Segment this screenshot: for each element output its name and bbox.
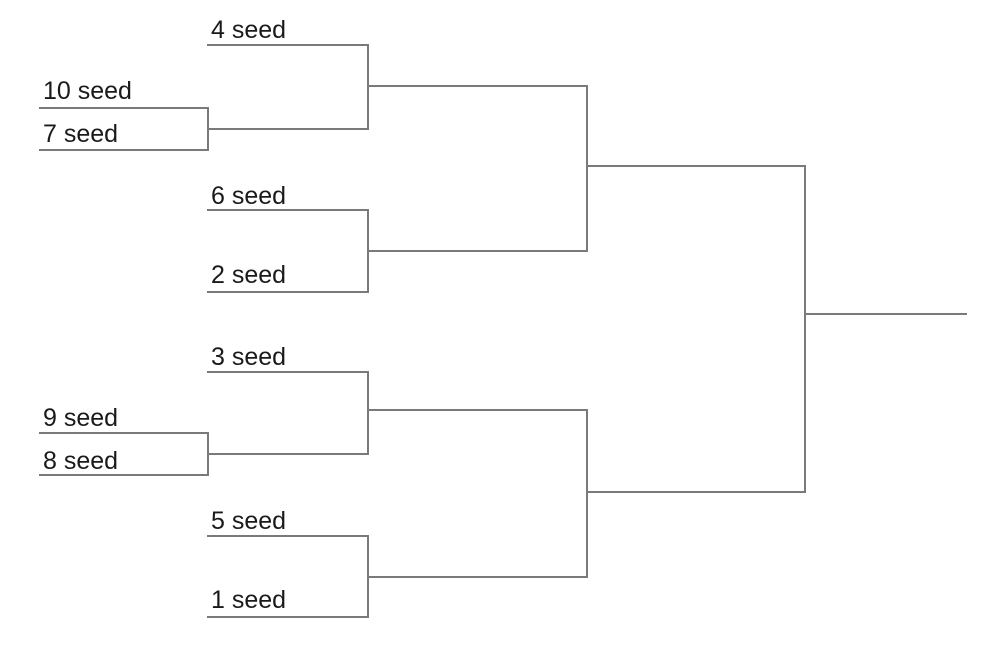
seed-label-10: 10 seed [43, 77, 132, 105]
seed-label-8: 8 seed [43, 447, 119, 475]
seed-label-6: 6 seed [211, 182, 287, 210]
seed-label-5: 5 seed [211, 507, 287, 535]
bracket-lines [39, 44, 967, 618]
seed-label-3: 3 seed [211, 343, 287, 371]
seed-label-2: 2 seed [211, 261, 287, 289]
seed-label-9: 9 seed [43, 404, 119, 432]
seed-label-1: 1 seed [211, 586, 287, 614]
seed-label-4: 4 seed [211, 16, 287, 44]
seed-label-7: 7 seed [43, 120, 119, 148]
